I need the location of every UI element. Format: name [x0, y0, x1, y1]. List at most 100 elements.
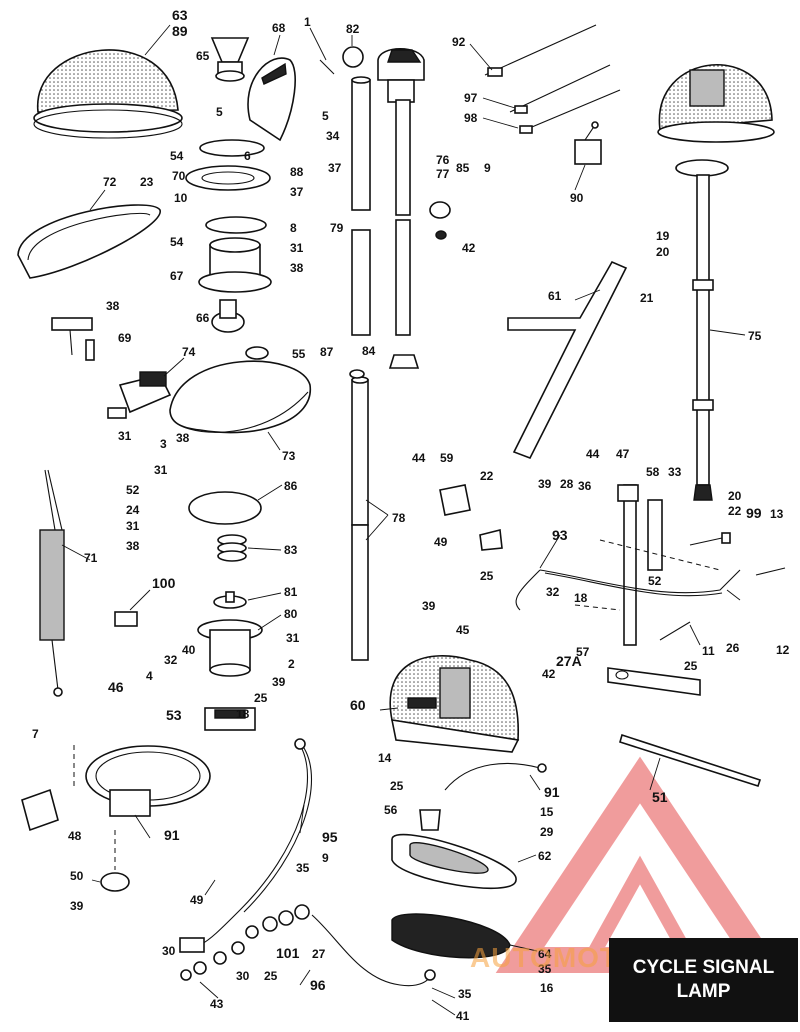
part-number-53: 53: [166, 707, 182, 723]
part-number-96: 96: [310, 977, 326, 993]
part-number-19: 19: [656, 229, 670, 243]
part-number-81: 81: [284, 585, 298, 599]
grommet-55: [245, 346, 269, 360]
mast-75: [692, 174, 714, 501]
part-number-100: 100: [152, 575, 176, 591]
part-number-18a: 18: [574, 591, 588, 605]
part-number-35a: 35: [296, 861, 310, 875]
mast-lower-47: [617, 484, 639, 646]
part-number-82: 82: [346, 22, 360, 36]
socket-56: [419, 809, 441, 831]
toggle-switch-90: [574, 121, 602, 165]
part-number-18b: 18: [236, 707, 250, 721]
bracket-58: [647, 499, 663, 571]
part-number-4: 4: [146, 669, 153, 683]
title-line-2: LAMP: [676, 981, 731, 1002]
part-number-38a: 38: [290, 261, 304, 275]
part-number-25e: 25: [264, 969, 278, 983]
part-number-27a: 27A: [556, 653, 582, 669]
tool-51: [619, 733, 762, 788]
part-number-25d: 25: [390, 779, 404, 793]
dome-lamp-right: [657, 63, 775, 177]
dome-lens-63: [33, 49, 183, 139]
part-number-60: 60: [350, 697, 366, 713]
part-number-80: 80: [284, 607, 298, 621]
part-number-9b: 9: [322, 851, 329, 865]
part-number-24: 24: [126, 503, 140, 517]
alignment-lines: [73, 539, 721, 870]
part-number-20a: 20: [656, 245, 670, 259]
bracket-69: [51, 317, 95, 361]
part-number-6: 6: [244, 149, 251, 163]
clip-100: [114, 611, 138, 627]
part-number-78: 78: [392, 511, 406, 525]
part-number-87: 87: [320, 345, 334, 359]
part-number-39a: 39: [538, 477, 552, 491]
part-number-14: 14: [378, 751, 392, 765]
part-number-35c: 35: [458, 987, 472, 1001]
part-number-25c: 25: [254, 691, 268, 705]
bracket-53: [204, 707, 256, 731]
part-number-32a: 32: [546, 585, 560, 599]
part-number-9a: 9: [484, 161, 491, 175]
part-number-46: 46: [108, 679, 124, 695]
part-number-65: 65: [196, 49, 210, 63]
part-number-39b: 39: [422, 599, 436, 613]
part-number-1: 1: [304, 15, 311, 29]
part-number-2: 2: [288, 657, 295, 671]
part-number-95: 95: [322, 829, 338, 845]
mast-79: [351, 76, 371, 336]
part-number-91b: 91: [164, 827, 180, 843]
socket-66: [211, 299, 245, 333]
cable-95: [179, 738, 313, 953]
part-number-101: 101: [276, 945, 300, 961]
mast-78: [349, 369, 369, 661]
clamp-50: [100, 872, 130, 892]
part-number-75: 75: [748, 329, 762, 343]
part-number-37b: 37: [290, 185, 304, 199]
part-number-40: 40: [182, 643, 196, 657]
clamp-48: [21, 788, 59, 832]
bolt-22-b: [689, 532, 731, 546]
part-number-59: 59: [440, 451, 454, 465]
reflector-68: [247, 57, 296, 142]
part-number-34: 34: [326, 129, 340, 143]
part-number-54b: 54: [170, 235, 184, 249]
part-number-27b: 27: [312, 947, 326, 961]
part-number-41: 41: [456, 1009, 470, 1023]
pin-1-ball-82: [319, 46, 364, 75]
part-number-38c: 38: [176, 431, 190, 445]
part-number-84: 84: [362, 344, 376, 358]
leader-lines: [61, 24, 746, 1016]
part-number-89: 89: [172, 23, 188, 39]
part-number-22b: 22: [728, 504, 742, 518]
part-number-61: 61: [548, 289, 562, 303]
part-number-42a: 42: [462, 241, 476, 255]
part-number-20b: 20: [728, 489, 742, 503]
part-number-97: 97: [464, 91, 478, 105]
part-number-29: 29: [540, 825, 554, 839]
socket-housing-67: [198, 237, 272, 293]
part-number-35b: 35: [538, 962, 552, 976]
part-number-42b: 42: [542, 667, 556, 681]
part-number-5b: 5: [322, 109, 329, 123]
part-number-64: 64: [538, 947, 552, 961]
clamp-49-a: [479, 529, 503, 551]
part-number-39c: 39: [272, 675, 286, 689]
part-number-38b: 38: [106, 299, 120, 313]
cable-96: [311, 914, 436, 987]
part-number-39d: 39: [70, 899, 84, 913]
rings-54-70: [185, 139, 271, 234]
part-number-51: 51: [652, 789, 668, 805]
wire-leads-92-97-98: [484, 24, 621, 134]
part-number-3: 3: [160, 437, 167, 451]
part-number-69: 69: [118, 331, 132, 345]
part-number-28: 28: [560, 477, 574, 491]
base-62: [391, 833, 517, 890]
part-number-66: 66: [196, 311, 210, 325]
part-number-16: 16: [540, 981, 554, 995]
bracket-59: [439, 484, 471, 516]
part-number-21: 21: [640, 291, 654, 305]
part-number-5a: 5: [216, 105, 223, 119]
